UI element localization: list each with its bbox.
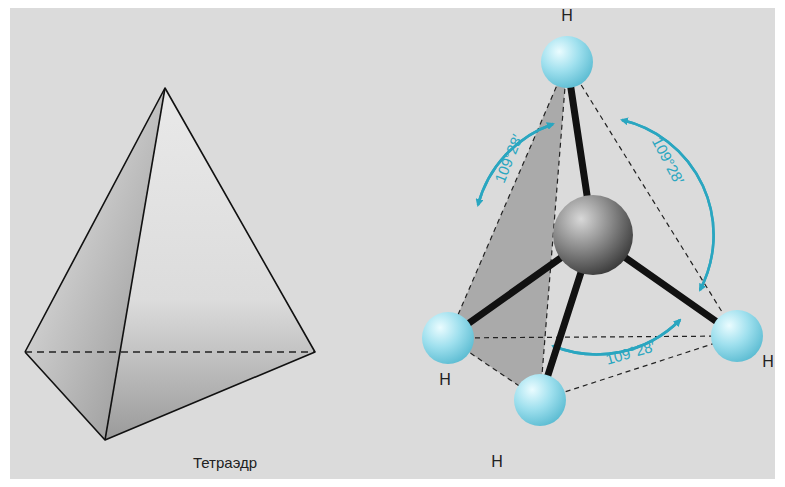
atom-label: H (439, 372, 451, 388)
atom-label: H (561, 8, 573, 24)
atom-label: H (762, 354, 774, 370)
tetrahedron (25, 88, 315, 440)
figure-caption: Тетраэдр (193, 455, 257, 470)
atom-label: H (491, 454, 503, 470)
methane-model (422, 36, 763, 426)
panel (10, 8, 775, 479)
